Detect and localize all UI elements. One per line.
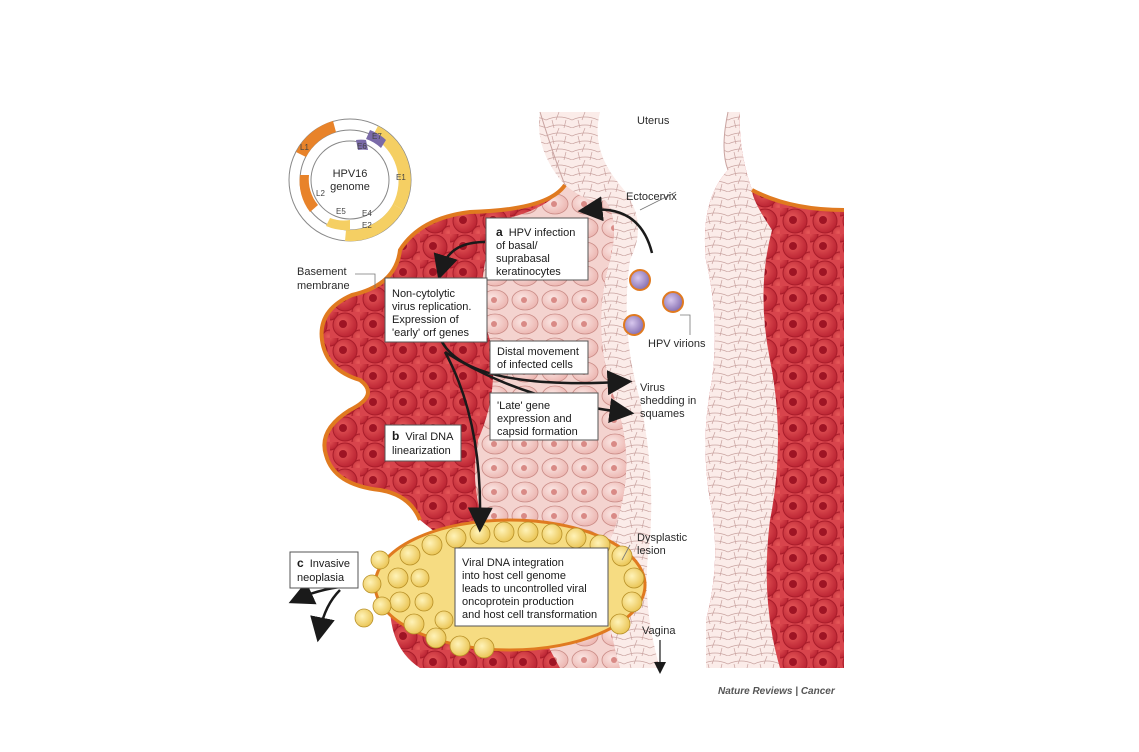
box-replication-line4: 'early' orf genes [392,327,469,339]
uterus-wall-right [723,111,729,171]
label-shedding-line1: Virus [640,382,665,394]
arrow-invasion-branch [310,589,341,643]
label-dysplastic-line1: Dysplastic [637,532,688,544]
label-virions: HPV virions [648,338,706,350]
box-integration-line5: and host cell transformation [462,609,597,621]
virion [662,291,684,313]
box-integration-line3: leads to uncontrolled viral [462,583,587,595]
genome-title-line2: genome [330,181,370,193]
label-shedding-line3: squames [640,408,685,420]
left-flat-layer [539,112,660,668]
box-distal: Distal movement of infected cells [489,340,589,375]
gene-label-l2: L2 [316,189,325,198]
left-membrane [319,183,567,521]
arrow-linearization [443,351,493,533]
label-basement-line1: Basement [297,266,347,278]
box-distal-line2: of infected cells [497,359,573,371]
box-replication: Non-cytolytic virus replication. Express… [384,277,488,343]
uterus-wall-edge [539,111,566,186]
box-integration-line4: oncoprotein production [462,596,574,608]
virion [629,269,651,291]
genome-e5-segment [326,218,350,231]
uterus-canal-left [539,112,620,185]
genome-title-line1: HPV16 [333,168,368,180]
label-uterus: Uterus [637,115,670,127]
box-a-line4: keratinocytes [496,266,561,278]
box-distal-line1: Distal movement [497,346,579,358]
box-a-line1: HPV infection [509,227,576,239]
gene-label-l1: L1 [300,143,309,152]
box-c-invasive: c Invasive neoplasia [289,551,359,589]
box-late: 'Late' gene expression and capsid format… [489,392,599,441]
box-late-line2: expression and [497,413,572,425]
genome-e2-segment [345,204,403,242]
leader-lines [355,191,691,561]
gene-label-e6: E6 [357,142,367,151]
box-c-letter: c [297,556,304,570]
box-c-line1: Invasive [310,558,350,570]
box-a-line3: suprabasal [496,253,550,265]
box-replication-line2: virus replication. [392,301,471,313]
label-dysplastic-line2: lesion [637,545,666,557]
label-basement-line2: membrane [297,280,350,292]
figure-footer: Nature Reviews | Cancer [718,686,836,697]
box-a-infection: a HPV infection of basal/ suprabasal kera… [485,217,589,281]
box-late-line3: capsid formation [497,426,578,438]
box-replication-line3: Expression of [392,314,460,326]
box-b-letter: b [392,429,399,443]
box-late-line1: 'Late' gene [497,400,550,412]
box-replication-line1: Non-cytolytic [392,288,455,300]
right-membrane [751,188,845,212]
box-integration-line2: into host cell genome [462,570,566,582]
box-a-line2: of basal/ [496,240,539,252]
hpv16-genome: HPV16 genome L1 L2 E1 E2 E4 E5 E6 E7 [288,118,412,242]
genome-e7-segment [366,130,386,148]
virion [623,314,645,336]
gene-label-e2: E2 [362,221,372,230]
box-b-line1: Viral DNA [405,431,454,443]
genome-l2-segment [299,175,318,212]
box-b-linearization: b Viral DNA linearization [384,424,462,462]
gene-label-e4: E4 [362,209,372,218]
gene-label-e5: E5 [336,207,346,216]
box-integration: Viral DNA integration into host cell gen… [454,547,609,627]
arrow-infection [577,196,654,254]
box-c-line2: neoplasia [297,572,345,584]
genome-e1-segment [372,126,411,210]
label-vagina: Vagina [642,625,676,637]
hpv-virions [623,269,684,336]
arrow-to-basal [433,240,486,280]
box-integration-line1: Viral DNA integration [462,557,564,569]
genome-e6-segment [356,139,368,150]
arrow-shedding [440,341,633,396]
box-b-line2: linearization [392,445,451,457]
label-ectocervix: Ectocervix [626,191,677,203]
gene-label-e1: E1 [396,173,406,182]
genome-l1-segment [296,121,336,157]
box-a-letter: a [496,225,503,239]
label-shedding-line2: shedding in [640,395,696,407]
gene-label-e7: E7 [372,132,382,141]
right-pink-layer [704,112,780,668]
